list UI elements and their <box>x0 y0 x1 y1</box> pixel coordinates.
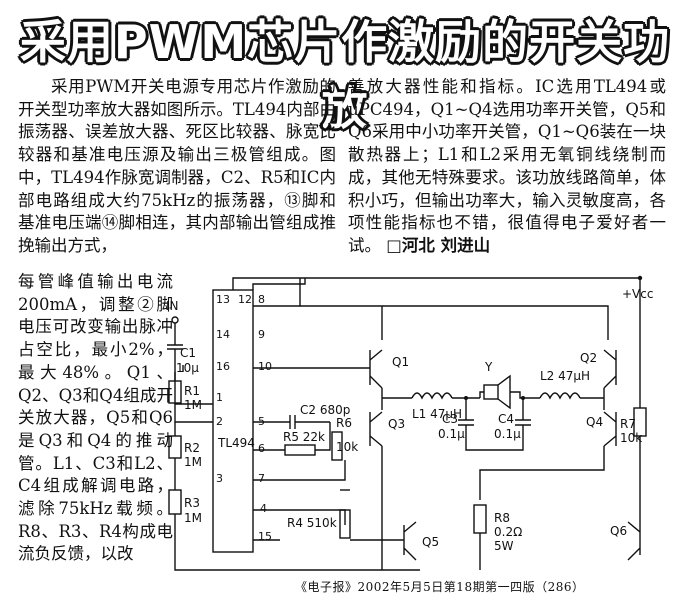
r7-label: R7 <box>620 417 636 431</box>
supply-label: +Vcc <box>622 287 653 301</box>
c1-value: 10μ <box>176 361 199 375</box>
q5-label: Q5 <box>422 535 439 549</box>
pin-14: 14 <box>216 328 230 341</box>
inductor-l1 <box>411 392 453 400</box>
transistor-q3 <box>369 411 383 447</box>
c4-label: C4 <box>498 412 514 426</box>
article-paragraph-3: 善放大器性能和指标。IC选用TL494或μPC494，Q1~Q4选用功率开关管，… <box>348 76 666 258</box>
resistor-r8 <box>473 504 487 534</box>
pin-7: 7 <box>258 472 265 485</box>
svg-text:10k: 10k <box>620 431 642 445</box>
speaker-icon <box>483 384 499 400</box>
article-column-right: 善放大器性能和指标。IC选用TL494或μPC494，Q1~Q4选用功率开关管，… <box>348 76 666 258</box>
article-column-narrow: 每管峰值输出电流200mA，调整②脚电压可改变输出脉冲占空比，最小2%，最大48… <box>18 271 173 566</box>
l1-label: L1 47μH <box>412 407 462 421</box>
pin-6: 6 <box>258 442 265 455</box>
article-paragraph-2: 每管峰值输出电流200mA，调整②脚电压可改变输出脉冲占空比，最小2%，最大48… <box>18 272 173 564</box>
r5-label: R5 22k <box>283 430 325 444</box>
c3-label: C3 <box>442 412 458 426</box>
svg-text:1M: 1M <box>184 398 202 412</box>
l2-label: L2 47μH <box>540 369 590 383</box>
c1-label: C1 <box>180 346 196 360</box>
pin-10: 10 <box>258 360 272 373</box>
q1-label: Q1 <box>392 355 409 369</box>
pin-16: 16 <box>216 360 230 373</box>
transistor-q2 <box>603 349 617 389</box>
article-paragraph-1: 采用PWM开关电源专用芯片作激励的开关型功率放大器如图所示。TL494内部由振荡… <box>18 77 336 255</box>
transistor-q4 <box>603 411 617 447</box>
pin-12: 12 <box>238 293 252 306</box>
article-paragraph-3-text: 善放大器性能和指标。IC选用TL494或μPC494，Q1~Q4选用功率开关管，… <box>348 77 666 255</box>
svg-text:0.1μ: 0.1μ <box>494 427 521 441</box>
r4-label: R4 510k <box>287 516 337 530</box>
transistor-q1 <box>369 349 383 389</box>
speaker-label: Y <box>484 360 493 374</box>
q3-label: Q3 <box>388 417 405 431</box>
svg-text:5W: 5W <box>494 539 514 553</box>
inductor-l2 <box>539 392 581 400</box>
r2-label: R2 <box>184 441 200 455</box>
pin-15: 15 <box>258 530 272 543</box>
pin-8: 8 <box>258 293 265 306</box>
resistor-r5 <box>284 444 316 456</box>
svg-text:1M: 1M <box>184 455 202 469</box>
q2-label: Q2 <box>580 351 597 365</box>
resistor-r4 <box>339 509 351 539</box>
ic-label: TL494 <box>217 436 255 450</box>
pin-2: 2 <box>216 415 223 428</box>
resistor-r6 <box>331 431 343 461</box>
author-name: 河北 刘进山 <box>401 235 491 255</box>
r1-label: R1 <box>184 384 200 398</box>
q6-label: Q6 <box>610 524 627 538</box>
pin-3: 3 <box>216 472 223 485</box>
transistor-q5 <box>403 521 417 561</box>
capacitor-c3 <box>458 398 474 440</box>
resistor-r3 <box>168 489 182 515</box>
pin-9: 9 <box>258 328 265 341</box>
resistor-r2 <box>168 435 182 459</box>
pin-13: 13 <box>216 293 230 306</box>
r3-label: R3 <box>184 496 200 510</box>
c2-label: C2 680p <box>300 403 350 417</box>
page-footer: 《电子报》2002年5月5日第18期第一四版（286） <box>295 580 585 594</box>
pin-1: 1 <box>216 391 223 404</box>
r6-label: R6 <box>336 416 352 430</box>
capacitor-c4 <box>515 398 531 440</box>
svg-text:0.1μ: 0.1μ <box>438 427 465 441</box>
article-title: 采用PWM芯片作激励的开关功放 <box>19 15 671 135</box>
wire-top-rail <box>232 277 640 290</box>
r8-label: R8 <box>494 511 510 525</box>
article-column-left: 采用PWM开关电源专用芯片作激励的开关型功率放大器如图所示。TL494内部由振荡… <box>18 76 336 258</box>
pin-4: 4 <box>260 502 267 515</box>
svg-text:1M: 1M <box>184 511 202 525</box>
input-label: IN <box>166 299 179 313</box>
transistor-q6 <box>627 521 641 561</box>
q4-label: Q4 <box>586 415 603 429</box>
svg-text:0.2Ω: 0.2Ω <box>494 525 522 539</box>
capacitor-c2 <box>253 415 330 429</box>
svg-text:10k: 10k <box>336 440 358 454</box>
author-box: □ <box>386 235 402 255</box>
